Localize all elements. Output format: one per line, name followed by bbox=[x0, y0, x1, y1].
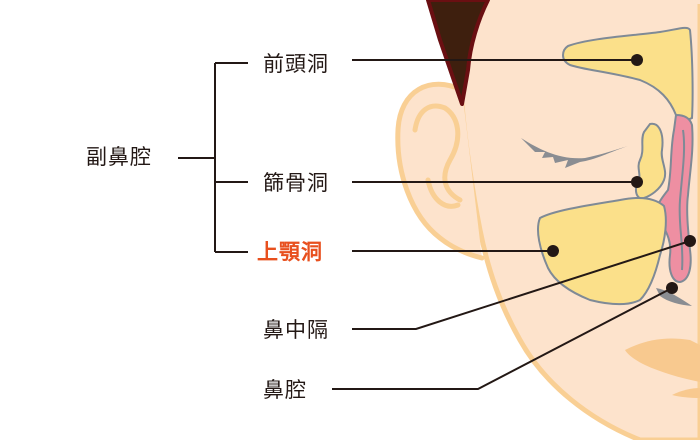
hair bbox=[426, 0, 490, 106]
bracket-connector bbox=[178, 62, 248, 253]
cavity-leader bbox=[332, 287, 673, 390]
nasal-septum-inner bbox=[678, 129, 686, 271]
leader-lines bbox=[332, 59, 691, 390]
maxillary-dot bbox=[547, 245, 559, 257]
ear-inner bbox=[412, 103, 463, 203]
label-frontal-sinus: 前頭洞 bbox=[263, 52, 329, 76]
maxillary-sinus bbox=[537, 197, 667, 306]
label-paranasal-sinuses: 副鼻腔 bbox=[86, 145, 152, 169]
label-nasal-septum: 鼻中隔 bbox=[263, 318, 329, 342]
closed-eye bbox=[521, 138, 628, 168]
pointer-dots bbox=[547, 54, 696, 294]
label-nasal-cavity: 鼻腔 bbox=[263, 378, 307, 402]
ear-inner-lower bbox=[425, 177, 461, 209]
lower-lip bbox=[672, 388, 700, 398]
septum-leader bbox=[352, 240, 691, 330]
septum-dot bbox=[684, 235, 696, 247]
label-ethmoid-sinus: 篩骨洞 bbox=[263, 171, 329, 195]
ear bbox=[395, 81, 485, 261]
cavity-dot bbox=[666, 282, 678, 294]
frontal-dot bbox=[631, 54, 643, 66]
ethmoid-dot bbox=[631, 176, 643, 188]
upper-lip bbox=[625, 338, 700, 382]
label-maxillary-sinus: 上顎洞 bbox=[257, 240, 323, 264]
